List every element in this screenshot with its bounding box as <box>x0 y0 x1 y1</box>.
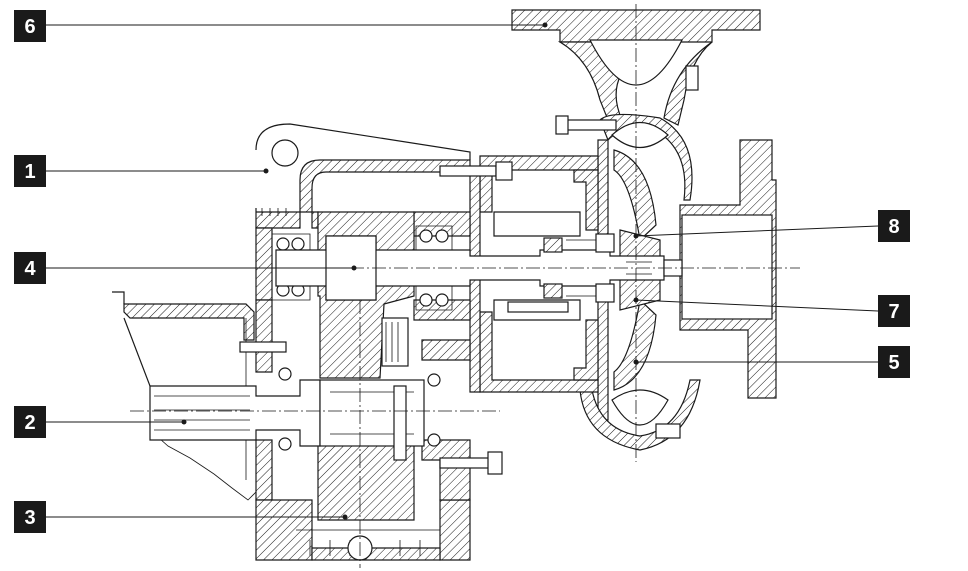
callout-7: 7 <box>878 295 910 327</box>
input-shaft <box>112 291 425 501</box>
callout-5: 5 <box>878 346 910 378</box>
callout-4: 4 <box>14 252 46 284</box>
callout-8: 8 <box>878 210 910 242</box>
svg-text:1: 1 <box>24 161 35 183</box>
mechanical-seal <box>543 233 615 303</box>
bearings <box>271 225 453 451</box>
svg-text:2: 2 <box>24 412 35 434</box>
callout-2: 2 <box>14 406 46 438</box>
svg-text:3: 3 <box>24 507 35 529</box>
bolts <box>239 65 699 561</box>
callout-6: 6 <box>14 10 46 42</box>
svg-text:5: 5 <box>888 352 899 374</box>
svg-text:4: 4 <box>24 258 36 280</box>
callout-1: 1 <box>14 155 46 187</box>
svg-text:6: 6 <box>24 16 35 38</box>
impeller <box>613 149 661 391</box>
svg-text:8: 8 <box>888 216 899 238</box>
callout-3: 3 <box>14 501 46 533</box>
suction-flange <box>679 139 777 399</box>
leader-lines <box>46 22 879 520</box>
svg-text:7: 7 <box>888 301 899 323</box>
gearbox-housing <box>255 123 481 561</box>
